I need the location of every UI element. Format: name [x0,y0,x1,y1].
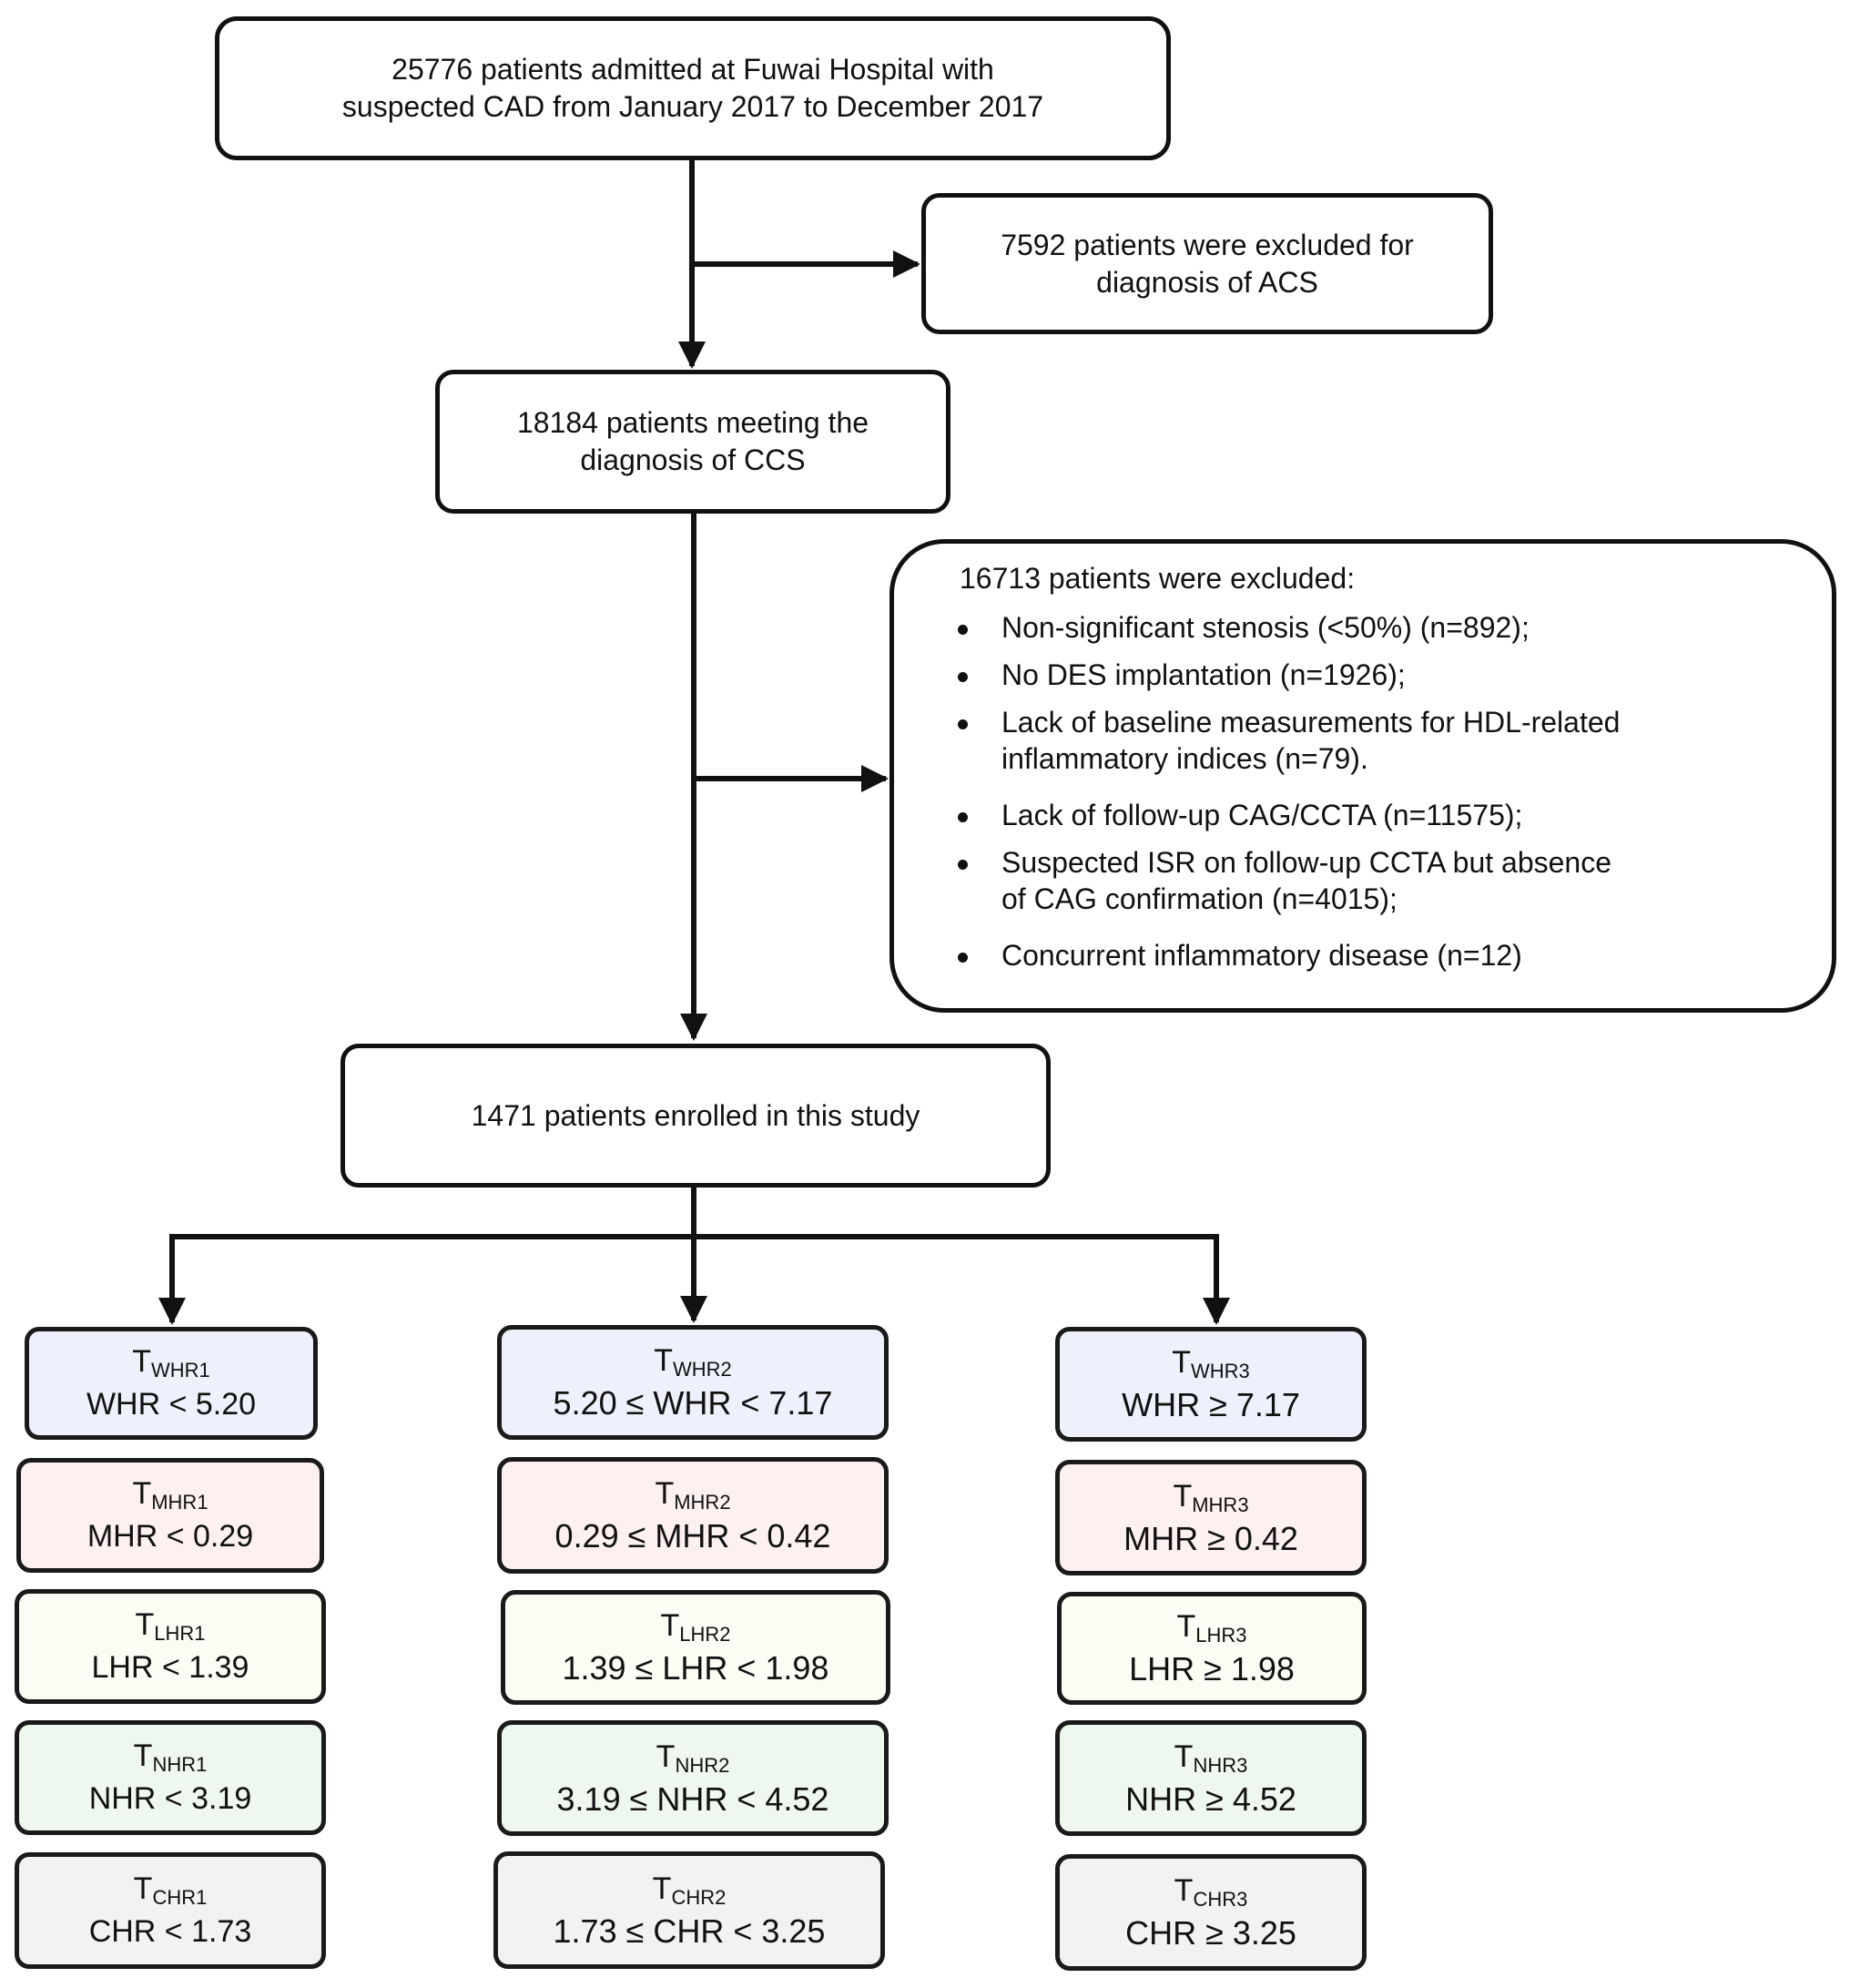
enrolled-box: 1471 patients enrolled in this study [341,1044,1051,1188]
group-condition: WHR < 5.20 [86,1387,257,1422]
group-label: TMHR2 [655,1476,731,1514]
group-label: TLHR1 [135,1607,206,1645]
group-label: TWHR1 [132,1344,210,1381]
bullet-icon [958,812,968,822]
group-label: TWHR2 [654,1343,732,1381]
group-label: TNHR2 [656,1738,730,1777]
group-lhr2: TLHR2 1.39 ≤ LHR < 1.98 [501,1590,890,1705]
group-label: TNHR3 [1174,1738,1248,1777]
group-mhr2: TMHR2 0.29 ≤ MHR < 0.42 [497,1457,889,1574]
group-label: TMHR3 [1173,1478,1249,1516]
exclusion-item: No DES implantation (n=1926); [958,657,1795,693]
group-condition: 1.73 ≤ CHR < 3.25 [553,1912,826,1950]
exclusion-item: Lack of baseline measurements for HDL-re… [958,704,1795,777]
ccs-box: 18184 patients meeting the diagnosis of … [435,370,950,514]
group-label: TMHR1 [132,1476,208,1514]
excluded-acs-line1: 7592 patients were excluded for [1001,228,1414,261]
group-label: TCHR2 [652,1871,727,1909]
group-condition: MHR < 0.29 [86,1519,254,1554]
excluded-acs-box: 7592 patients were excluded for diagnosi… [921,193,1493,334]
group-condition: WHR ≥ 7.17 [1122,1386,1300,1423]
ccs-line1: 18184 patients meeting the [516,406,869,439]
exclusion-item: Non-significant stenosis (<50%) (n=892); [958,609,1795,646]
exclusion-item: Lack of follow-up CAG/CCTA (n=11575); [958,797,1795,833]
group-condition: 5.20 ≤ WHR < 7.17 [553,1384,833,1422]
group-nhr1: TNHR1 NHR < 3.19 [15,1720,326,1835]
group-whr3: TWHR3 WHR ≥ 7.17 [1055,1327,1367,1442]
group-condition: CHR ≥ 3.25 [1125,1914,1296,1952]
excluded-acs-line2: diagnosis of ACS [1096,265,1318,299]
group-chr3: TCHR3 CHR ≥ 3.25 [1055,1854,1367,1971]
group-chr1: TCHR1 CHR < 1.73 [15,1852,326,1969]
admitted-box: 25776 patients admitted at Fuwai Hospita… [215,16,1171,160]
bullet-icon [958,860,968,870]
group-label: TCHR1 [133,1871,208,1909]
group-label: TLHR2 [660,1608,731,1646]
group-condition: CHR < 1.73 [88,1914,252,1949]
enrolled-text: 1471 patients enrolled in this study [471,1098,920,1132]
group-nhr2: TNHR2 3.19 ≤ NHR < 4.52 [497,1720,889,1836]
group-condition: LHR < 1.39 [91,1650,249,1685]
group-condition: 1.39 ≤ LHR < 1.98 [562,1649,829,1687]
group-nhr3: TNHR3 NHR ≥ 4.52 [1055,1720,1367,1836]
group-mhr3: TMHR3 MHR ≥ 0.42 [1055,1460,1367,1575]
group-whr2: TWHR2 5.20 ≤ WHR < 7.17 [497,1325,889,1440]
exclusion-item: Suspected ISR on follow-up CCTA but abse… [958,844,1795,917]
exclusion-item: Concurrent inflammatory disease (n=12) [958,937,1795,974]
group-condition: LHR ≥ 1.98 [1129,1650,1295,1687]
group-condition: 0.29 ≤ MHR < 0.42 [554,1517,831,1555]
bullet-icon [958,953,968,963]
group-lhr3: TLHR3 LHR ≥ 1.98 [1057,1592,1367,1705]
group-whr1: TWHR1 WHR < 5.20 [25,1327,318,1440]
group-label: TWHR3 [1172,1345,1250,1382]
group-condition: MHR ≥ 0.42 [1123,1519,1298,1557]
bullet-icon [958,719,968,729]
group-condition: 3.19 ≤ NHR < 4.52 [556,1779,829,1818]
ccs-line2: diagnosis of CCS [580,443,806,476]
group-condition: NHR ≥ 4.52 [1125,1779,1296,1818]
group-chr2: TCHR2 1.73 ≤ CHR < 3.25 [493,1851,885,1969]
group-condition: NHR < 3.19 [88,1781,252,1816]
group-lhr1: TLHR1 LHR < 1.39 [15,1589,326,1704]
exclusions-header: 16713 patients were excluded: [960,562,1356,595]
group-label: TLHR3 [1176,1609,1247,1646]
group-label: TNHR1 [133,1738,208,1776]
exclusions-box: 16713 patients were excluded: Non-signif… [889,539,1836,1013]
bullet-icon [958,672,968,682]
admitted-line1: 25776 patients admitted at Fuwai Hospita… [391,53,994,86]
bullet-icon [958,625,968,635]
admitted-line2: suspected CAD from January 2017 to Decem… [341,90,1044,123]
exclusions-list: Non-significant stenosis (<50%) (n=892);… [958,609,1795,974]
group-mhr1: TMHR1 MHR < 0.29 [16,1458,324,1573]
group-label: TCHR3 [1174,1873,1248,1911]
